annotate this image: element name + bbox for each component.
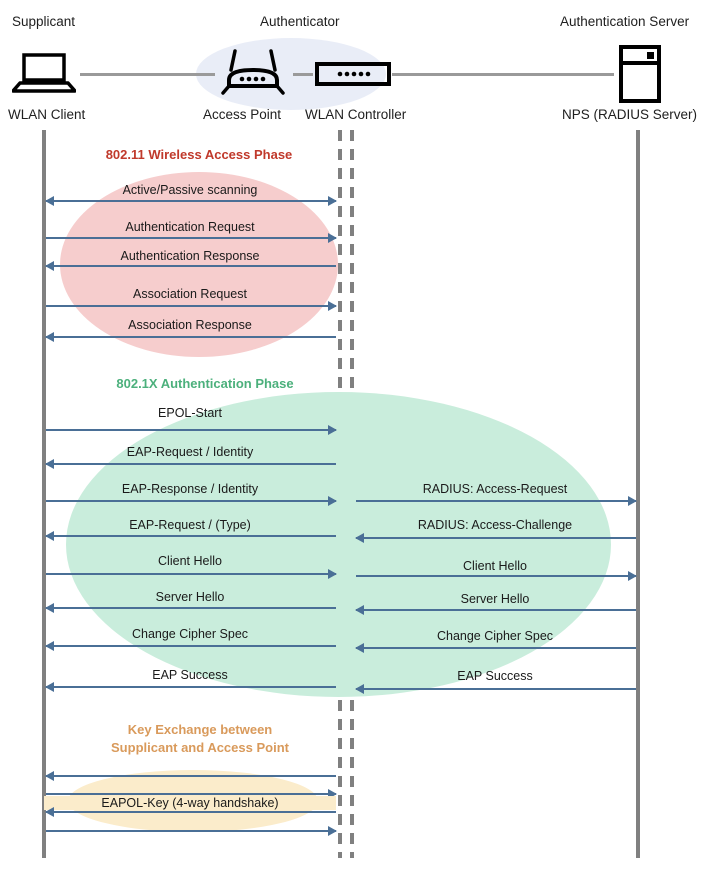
wire-client-to-ap (80, 73, 215, 76)
message-arrow (46, 425, 337, 435)
wire-controller-to-server (392, 73, 614, 76)
message-label: Authentication Response (120, 249, 260, 263)
actor-device-wlan-client: WLAN Client (8, 107, 86, 122)
message-arrow (46, 301, 337, 311)
phase-key-exchange-title-line1: Key Exchange between (127, 722, 273, 737)
message-label: Client Hello (463, 559, 527, 573)
message-label: EAPOL-Key (4-way handshake) (44, 796, 336, 810)
server-rack-icon (618, 45, 662, 108)
message-arrow (45, 196, 337, 206)
laptop-icon (11, 52, 77, 99)
message-arrow (355, 605, 636, 615)
message-label: EPOL-Start (158, 406, 222, 420)
message-arrow (356, 571, 637, 581)
message-arrow (45, 807, 336, 817)
message-arrow (355, 533, 636, 543)
message-label: EAP-Request / Identity (126, 445, 254, 459)
message-label: EAP-Response / Identity (121, 482, 259, 496)
message-arrow (45, 682, 336, 692)
actor-device-wlan-controller: WLAN Controller (305, 107, 407, 122)
message-label: RADIUS: Access-Request (422, 482, 568, 496)
message-label: EAP Success (152, 668, 228, 682)
message-label: Association Response (128, 318, 252, 332)
message-arrow (46, 826, 337, 836)
message-label: Authentication Request (125, 220, 255, 234)
message-arrow (46, 233, 337, 243)
lifeline-supplicant (42, 130, 46, 858)
actor-role-supplicant: Supplicant (12, 14, 76, 29)
message-label: Change Cipher Spec (436, 629, 554, 643)
message-arrow (45, 531, 336, 541)
message-label: Server Hello (460, 592, 530, 606)
message-arrow (46, 569, 337, 579)
message-arrow (45, 459, 336, 469)
message-arrow (356, 496, 637, 506)
message-arrow (45, 771, 336, 781)
message-label: EAP Success (457, 669, 533, 683)
actor-device-access-point: Access Point (203, 107, 282, 122)
wire-ap-to-controller (293, 73, 313, 76)
message-label: Change Cipher Spec (131, 627, 249, 641)
message-arrow (355, 643, 636, 653)
message-arrow (45, 261, 336, 271)
message-label: RADIUS: Access-Challenge (417, 518, 573, 532)
message-arrow (46, 789, 337, 799)
network-switch-icon (315, 62, 391, 91)
message-label: Active/Passive scanning (122, 183, 258, 197)
message-label: Server Hello (155, 590, 225, 604)
actor-device-nps-radius-server: NPS (RADIUS Server) (562, 107, 698, 122)
phase-key-exchange-title-line2: Supplicant and Access Point (111, 740, 289, 755)
wireless-router-icon (216, 48, 290, 101)
message-label: EAP-Request / (Type) (129, 518, 251, 532)
phase-80211-title: 802.11 Wireless Access Phase (105, 147, 293, 162)
actor-role-authenticator: Authenticator (260, 14, 340, 29)
message-arrow (46, 496, 337, 506)
lifeline-authentication-server (636, 130, 640, 858)
actor-role-authentication-server: Authentication Server (560, 14, 690, 29)
message-arrow (45, 641, 336, 651)
phase-8021x-ellipse (66, 392, 611, 697)
message-label: Client Hello (158, 554, 222, 568)
phase-80211-ellipse (60, 172, 338, 357)
message-arrow (45, 603, 336, 613)
message-arrow (45, 332, 336, 342)
phase-8021x-title: 802.1X Authentication Phase (116, 376, 294, 391)
message-label: Association Request (133, 287, 247, 301)
message-arrow (355, 684, 636, 694)
